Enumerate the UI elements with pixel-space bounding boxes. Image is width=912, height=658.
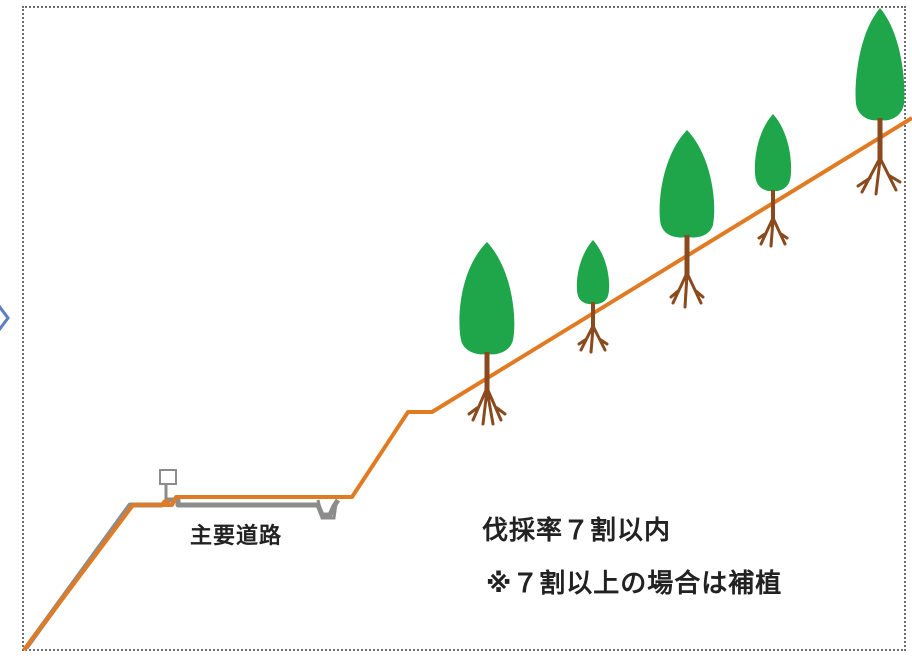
tree-icon <box>754 114 792 248</box>
chevron-right-icon <box>0 304 10 332</box>
replant-note-label: ※７割以上の場合は補植 <box>486 569 783 599</box>
cutting-rate-label: 伐採率７割以内 <box>482 516 672 546</box>
dotted-frame <box>22 6 906 651</box>
tree-icon <box>576 240 610 354</box>
tree-icon <box>659 130 715 309</box>
ground-slope-line <box>22 116 912 652</box>
signpost-icon <box>159 469 177 507</box>
tree-icon <box>855 8 905 196</box>
tree-icon <box>459 242 515 426</box>
road-notch <box>316 499 338 520</box>
road-cut-line <box>23 497 341 650</box>
main-road-label: 主要道路 <box>190 524 283 549</box>
